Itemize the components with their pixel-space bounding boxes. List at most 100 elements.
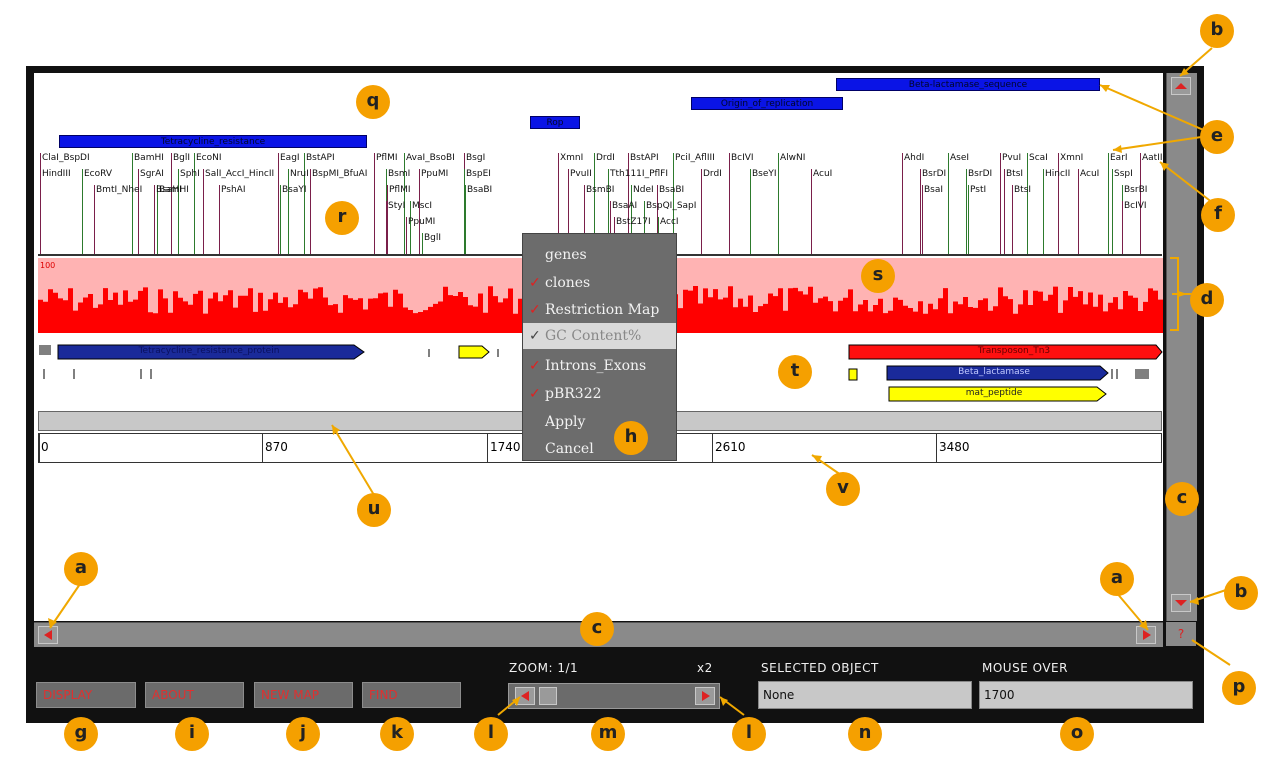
menu-item-apply[interactable]: Apply: [545, 414, 586, 430]
restriction-site-label[interactable]: BsaI: [924, 185, 944, 195]
restriction-site-label[interactable]: SalI_AccI_HincII: [205, 169, 275, 179]
zoom-in-button[interactable]: [695, 687, 715, 705]
zoom-out-button[interactable]: [515, 687, 535, 705]
restriction-site-label[interactable]: PflMI: [389, 185, 411, 195]
restriction-site-label[interactable]: PvuI: [1002, 153, 1022, 163]
restriction-site-label[interactable]: BsaBI: [659, 185, 685, 195]
callout-i: i: [175, 717, 209, 751]
restriction-site-label[interactable]: PflMI: [376, 153, 398, 163]
menu-item-cancel[interactable]: Cancel: [545, 441, 594, 457]
restriction-site-label[interactable]: BspQI_SapI: [646, 201, 697, 211]
restriction-site-label[interactable]: DrdI: [596, 153, 615, 163]
restriction-site-label[interactable]: ClaI_BspDI: [42, 153, 90, 163]
restriction-site-label[interactable]: AcuI: [813, 169, 833, 179]
restriction-site-label[interactable]: PciI_AflIII: [675, 153, 715, 163]
restriction-site-label[interactable]: BtsI: [1006, 169, 1024, 179]
restriction-site-label[interactable]: PpuMI: [408, 217, 436, 227]
feature-rop[interactable]: Rop: [530, 116, 580, 129]
restriction-site-label[interactable]: BglI: [173, 153, 191, 163]
feature-origin-of-replication[interactable]: Origin_of_replication: [691, 97, 843, 110]
restriction-site-label[interactable]: HincII: [1045, 169, 1071, 179]
restriction-site-label[interactable]: AhdI: [904, 153, 925, 163]
restriction-site-label[interactable]: XmnI: [1060, 153, 1084, 163]
restriction-site-label[interactable]: BstAPI: [630, 153, 659, 163]
restriction-site-label[interactable]: AlwNI: [780, 153, 806, 163]
restriction-site-label[interactable]: XmnI: [560, 153, 584, 163]
restriction-site-label[interactable]: PstI: [970, 185, 987, 195]
restriction-site-label[interactable]: EcoNI: [196, 153, 222, 163]
restriction-site-label[interactable]: ScaI: [1029, 153, 1048, 163]
restriction-site-label[interactable]: HindIII: [42, 169, 71, 179]
restriction-site-label[interactable]: EcoRV: [84, 169, 113, 179]
restriction-site-label[interactable]: BsaHI: [156, 185, 182, 195]
restriction-site-label[interactable]: MscI: [412, 201, 433, 211]
help-button[interactable]: ?: [1166, 622, 1196, 646]
restriction-site-label[interactable]: BsmBI: [586, 185, 615, 195]
restriction-site-label[interactable]: StyI: [388, 201, 406, 211]
restriction-site-label[interactable]: BsrDI: [922, 169, 947, 179]
restriction-site-tick: [94, 185, 95, 254]
restriction-site-label[interactable]: BcIVI: [1124, 201, 1147, 211]
restriction-site-label[interactable]: AvaI_BsoBI: [406, 153, 455, 163]
restriction-site-label[interactable]: PpuMI: [421, 169, 449, 179]
restriction-site-tick: [922, 185, 923, 254]
restriction-site-label[interactable]: NruI: [290, 169, 309, 179]
scroll-left-button[interactable]: [38, 626, 58, 644]
restriction-site-label[interactable]: PshAI: [221, 185, 246, 195]
restriction-site-label[interactable]: BsaYI: [282, 185, 307, 195]
restriction-site-label[interactable]: SphI: [180, 169, 200, 179]
restriction-site-label[interactable]: SspI: [1114, 169, 1133, 179]
about-button[interactable]: ABOUT: [145, 682, 244, 708]
restriction-site-label[interactable]: BspEI: [466, 169, 491, 179]
restriction-site-label[interactable]: AcuI: [1080, 169, 1100, 179]
zoom-slider-thumb[interactable]: [539, 687, 557, 705]
restriction-site-label[interactable]: BglI: [424, 233, 442, 243]
restriction-site-label[interactable]: BamHI: [159, 185, 189, 195]
restriction-site-label[interactable]: Tth111I_PflFI: [610, 169, 668, 179]
restriction-site-label[interactable]: NdeI: [633, 185, 654, 195]
menu-item-genes[interactable]: genes: [545, 247, 587, 263]
menu-item-introns-exons[interactable]: ✓ Introns_Exons: [523, 353, 676, 379]
new-map-button[interactable]: NEW MAP: [254, 682, 353, 708]
feature-beta-lactamase-sequence[interactable]: Beta-lactamase_sequence: [836, 78, 1100, 91]
restriction-site-label[interactable]: BseYI: [752, 169, 777, 179]
restriction-site-label[interactable]: AatII: [1142, 153, 1163, 163]
restriction-site-label[interactable]: EagI: [280, 153, 300, 163]
restriction-site-label[interactable]: BamHI: [134, 153, 164, 163]
find-button[interactable]: FIND: [362, 682, 461, 708]
zoom-slider[interactable]: [508, 683, 720, 709]
restriction-site-label[interactable]: BtsI: [1014, 185, 1032, 195]
vertical-scrollbar[interactable]: [1166, 73, 1197, 621]
scroll-up-button[interactable]: [1171, 77, 1191, 95]
menu-item-gc-content[interactable]: ✓ GC Content%: [523, 323, 676, 349]
scroll-right-button[interactable]: [1136, 626, 1156, 644]
restriction-site-label[interactable]: PvuII: [570, 169, 592, 179]
menu-item-restriction-map[interactable]: ✓ Restriction Map: [523, 297, 676, 323]
restriction-site-label[interactable]: BsaBI: [467, 185, 493, 195]
callout-o: o: [1060, 717, 1094, 751]
restriction-site-label[interactable]: DrdI: [703, 169, 722, 179]
restriction-site-label[interactable]: BstZ17I: [616, 217, 651, 227]
track-context-menu[interactable]: genes ✓ clones ✓ Restriction Map ✓ GC Co…: [522, 233, 677, 461]
menu-item-clones[interactable]: ✓ clones: [523, 270, 676, 296]
restriction-site-label[interactable]: BspMI_BfuAI: [312, 169, 368, 179]
restriction-site-label[interactable]: AseI: [950, 153, 970, 163]
restriction-site-label[interactable]: BsrBI: [1124, 185, 1148, 195]
restriction-site-label[interactable]: BsgI: [466, 153, 486, 163]
restriction-site-label[interactable]: BmtI_NheI: [96, 185, 143, 195]
feature-tetracycline-resistance[interactable]: Tetracycline_resistance: [59, 135, 367, 148]
restriction-site-tick: [154, 185, 155, 254]
gene-features-track[interactable]: Tetracycline_resistance_protein Transpos…: [34, 341, 1163, 409]
restriction-site-label[interactable]: AccI: [660, 217, 679, 227]
restriction-site-label[interactable]: BsaAI: [612, 201, 638, 211]
restriction-site-label[interactable]: SgrAI: [140, 169, 164, 179]
restriction-site-label[interactable]: EarI: [1110, 153, 1128, 163]
restriction-site-label[interactable]: BsrDI: [968, 169, 993, 179]
restriction-site-label[interactable]: BstAPI: [306, 153, 335, 163]
restriction-site-label[interactable]: BcIVI: [731, 153, 754, 163]
menu-item-pbr322[interactable]: ✓ pBR322: [523, 381, 676, 407]
display-button[interactable]: DISPLAY: [36, 682, 136, 708]
scroll-down-button[interactable]: [1171, 594, 1191, 612]
restriction-map[interactable]: ClaI_BspDI BamHI BglI EcoNI EagI BstAPI PflMI A…: [34, 151, 1163, 256]
restriction-site-label[interactable]: BsmI: [388, 169, 411, 179]
